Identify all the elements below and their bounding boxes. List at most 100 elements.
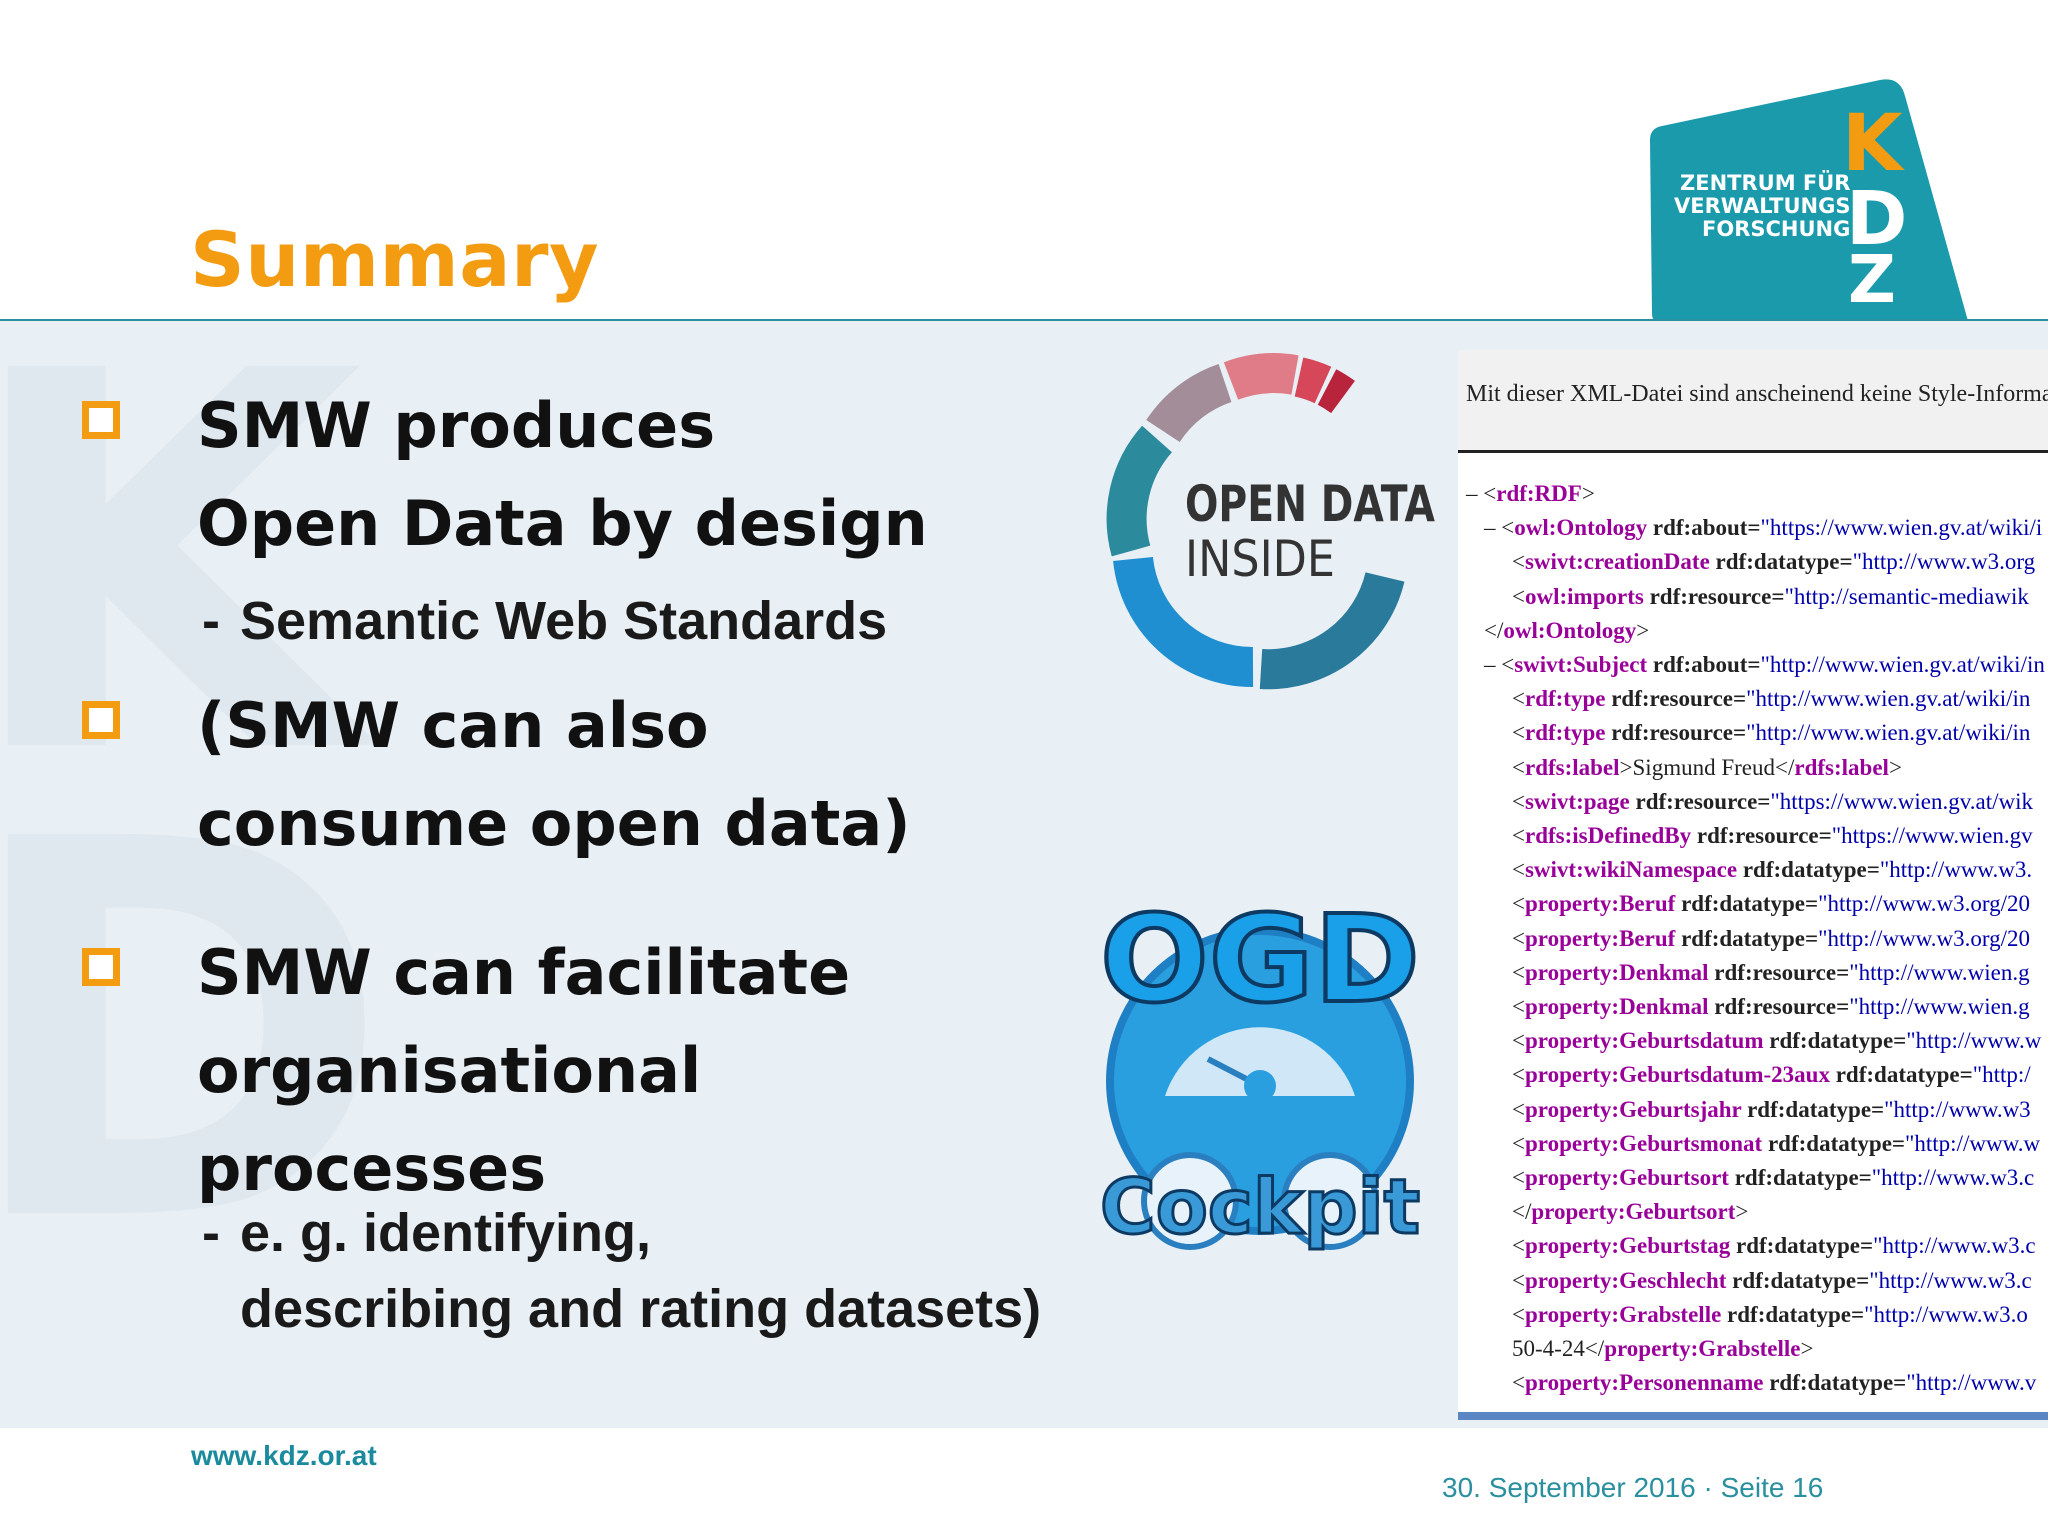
bullet-checkbox-icon — [82, 401, 120, 439]
xml-attr: rdf:resource= — [1605, 720, 1747, 746]
xml-attr: rdf:datatype= — [1721, 1301, 1865, 1327]
logo-letter-k: K — [1842, 99, 1905, 189]
bullet-2-line-1: (SMW can also — [197, 689, 709, 762]
xml-line: <property:Denkmal rdf:resource="http://w… — [1466, 990, 2048, 1024]
xml-value: "http://www.w3.org/20 — [1818, 925, 2031, 951]
xml-value: "http://www.w3.c — [1871, 1165, 2035, 1191]
xml-punct: < — [1512, 994, 1525, 1020]
xml-line: <property:Geburtstag rdf:datatype="http:… — [1466, 1229, 2048, 1263]
ogd-text: OGD — [1100, 891, 1420, 1030]
xml-punct: < — [1512, 823, 1525, 849]
xml-tag: property:Geburtsort — [1531, 1199, 1736, 1225]
xml-attr: rdf:about= — [1647, 652, 1761, 678]
bullet-checkbox-icon — [82, 948, 120, 986]
xml-attr: rdf:datatype= — [1763, 1370, 1907, 1396]
xml-punct: 50-4-24</ — [1512, 1336, 1605, 1362]
xml-punct: – < — [1484, 515, 1515, 541]
xml-tag: rdf:type — [1524, 686, 1606, 712]
xml-line: <rdfs:isDefinedBy rdf:resource="https://… — [1466, 819, 2048, 853]
footer-url[interactable]: www.kdz.or.at — [191, 1440, 377, 1471]
logo-line-1: ZENTRUM FÜR — [1680, 170, 1850, 195]
xml-attr: rdf:resource= — [1708, 994, 1850, 1020]
xml-line: <rdf:type rdf:resource="http://www.wien.… — [1466, 682, 2048, 716]
xml-attr: rdf:datatype= — [1741, 1096, 1885, 1122]
xml-punct: </ — [1484, 617, 1504, 643]
xml-tag: owl:Ontology — [1503, 617, 1637, 643]
xml-attr: rdf:datatype= — [1709, 549, 1853, 575]
logo-line-2: VERWALTUNGS — [1674, 194, 1850, 218]
xml-value: "http://www.w3.org — [1852, 549, 2036, 575]
xml-punct: – < — [1466, 481, 1497, 506]
xml-punct: < — [1512, 1233, 1525, 1259]
xml-line: <swivt:creationDate rdf:datatype="http:/… — [1466, 545, 2048, 579]
xml-value: "http://www.w3 — [1884, 1096, 2031, 1122]
xml-value: "http://www.wien.gv.at/wiki/in — [1760, 652, 2045, 678]
xml-attr: rdf:resource= — [1708, 959, 1850, 985]
xml-line: <property:Geburtsdatum-23aux rdf:datatyp… — [1466, 1058, 2048, 1092]
xml-value: "http:/ — [1972, 1062, 2031, 1088]
logo-letter-z: Z — [1848, 241, 1896, 318]
bullet-3-sub-1: - e. g. identifying, — [202, 1195, 652, 1271]
xml-punct: < — [1512, 1267, 1525, 1293]
xml-tag: swivt:page — [1524, 788, 1630, 814]
xml-viewer-header: Mit dieser XML-Datei sind anscheinend ke… — [1458, 350, 2048, 453]
xml-tag: property:Geschlecht — [1524, 1267, 1727, 1293]
xml-punct: < — [1512, 1062, 1525, 1088]
xml-tag: property:Personenname — [1524, 1370, 1764, 1396]
open-data-line-1: OPEN DATA — [1185, 475, 1435, 533]
xml-attr: rdf:datatype= — [1726, 1267, 1870, 1293]
xml-tag: swivt:wikiNamespace — [1524, 857, 1738, 883]
xml-attr: rdf:datatype= — [1763, 1028, 1907, 1054]
slide-title: Summary — [190, 215, 600, 304]
xml-tag: property:Beruf — [1524, 925, 1676, 951]
xml-value: "https://www.wien.gv.at/wik — [1770, 788, 2033, 814]
xml-line: <property:Denkmal rdf:resource="http://w… — [1466, 956, 2048, 990]
xml-tag: property:Geburtsjahr — [1524, 1096, 1742, 1122]
xml-tag: swivt:creationDate — [1524, 549, 1710, 575]
xml-punct: > — [1735, 1199, 1749, 1225]
xml-tag: property:Geburtsdatum — [1524, 1028, 1764, 1054]
xml-punct: < — [1512, 1370, 1525, 1396]
xml-value: "http://www.w3.org/20 — [1818, 891, 2031, 917]
xml-value: "http://www.v — [1906, 1370, 2037, 1396]
logo-line-3: FORSCHUNG — [1702, 217, 1850, 241]
xml-attr: rdf:datatype= — [1675, 891, 1819, 917]
xml-tag: property:Geburtsort — [1524, 1165, 1729, 1191]
xml-line: <property:Personenname rdf:datatype="htt… — [1466, 1366, 2048, 1400]
xml-attr: rdf:resource= — [1643, 583, 1785, 609]
xml-punct: < — [1512, 754, 1525, 780]
xml-tag: property:Grabstelle — [1524, 1301, 1722, 1327]
xml-punct: > — [1800, 1336, 1814, 1362]
kdz-logo: ZENTRUM FÜR VERWALTUNGS FORSCHUNG K D Z — [1650, 79, 1968, 321]
xml-value: "http://www.w — [1906, 1028, 2042, 1054]
ogd-cockpit-badge: OGD Cockpit — [1098, 889, 1422, 1253]
xml-punct: < — [1512, 1028, 1525, 1054]
xml-line: 50-4-24</property:Grabstelle> — [1466, 1332, 2048, 1366]
xml-line: <property:Geburtsdatum rdf:datatype="htt… — [1466, 1024, 2048, 1058]
xml-tag: owl:Ontology — [1514, 515, 1648, 541]
xml-tag: property:Grabstelle — [1604, 1336, 1801, 1362]
xml-line: <property:Geburtsort rdf:datatype="http:… — [1466, 1161, 2048, 1195]
bullet-3-line-1: SMW can facilitate — [197, 936, 851, 1009]
xml-tag: property:Geburtsdatum-23aux — [1524, 1062, 1830, 1088]
xml-line: – <rdf:RDF> — [1466, 477, 2048, 511]
xml-punct: < — [1512, 720, 1525, 746]
header-rule — [0, 319, 2048, 321]
xml-tag: property:Denkmal — [1524, 994, 1709, 1020]
xml-punct: < — [1512, 1301, 1525, 1327]
xml-attr: rdf:datatype= — [1829, 1062, 1973, 1088]
xml-punct: < — [1512, 1165, 1525, 1191]
xml-tag: property:Denkmal — [1524, 959, 1709, 985]
xml-line: – <swivt:Subject rdf:about="http://www.w… — [1466, 648, 2048, 682]
xml-line: <property:Grabstelle rdf:datatype="http:… — [1466, 1298, 2048, 1332]
sub-bullet-text: e. g. identifying, — [240, 1203, 652, 1263]
bullet-2-line-2: consume open data) — [197, 787, 911, 860]
xml-tag: swivt:Subject — [1514, 652, 1648, 678]
xml-line: <rdfs:label>Sigmund Freud</rdfs:label> — [1466, 751, 2048, 785]
xml-line: <swivt:page rdf:resource="https://www.wi… — [1466, 785, 2048, 819]
xml-value: "https://www.wien.gv — [1831, 823, 2033, 849]
xml-attr: rdf:resource= — [1691, 823, 1832, 849]
xml-punct: < — [1512, 583, 1525, 609]
bullet-1-line-1: SMW produces — [197, 389, 716, 462]
xml-attr: rdf:datatype= — [1675, 925, 1819, 951]
